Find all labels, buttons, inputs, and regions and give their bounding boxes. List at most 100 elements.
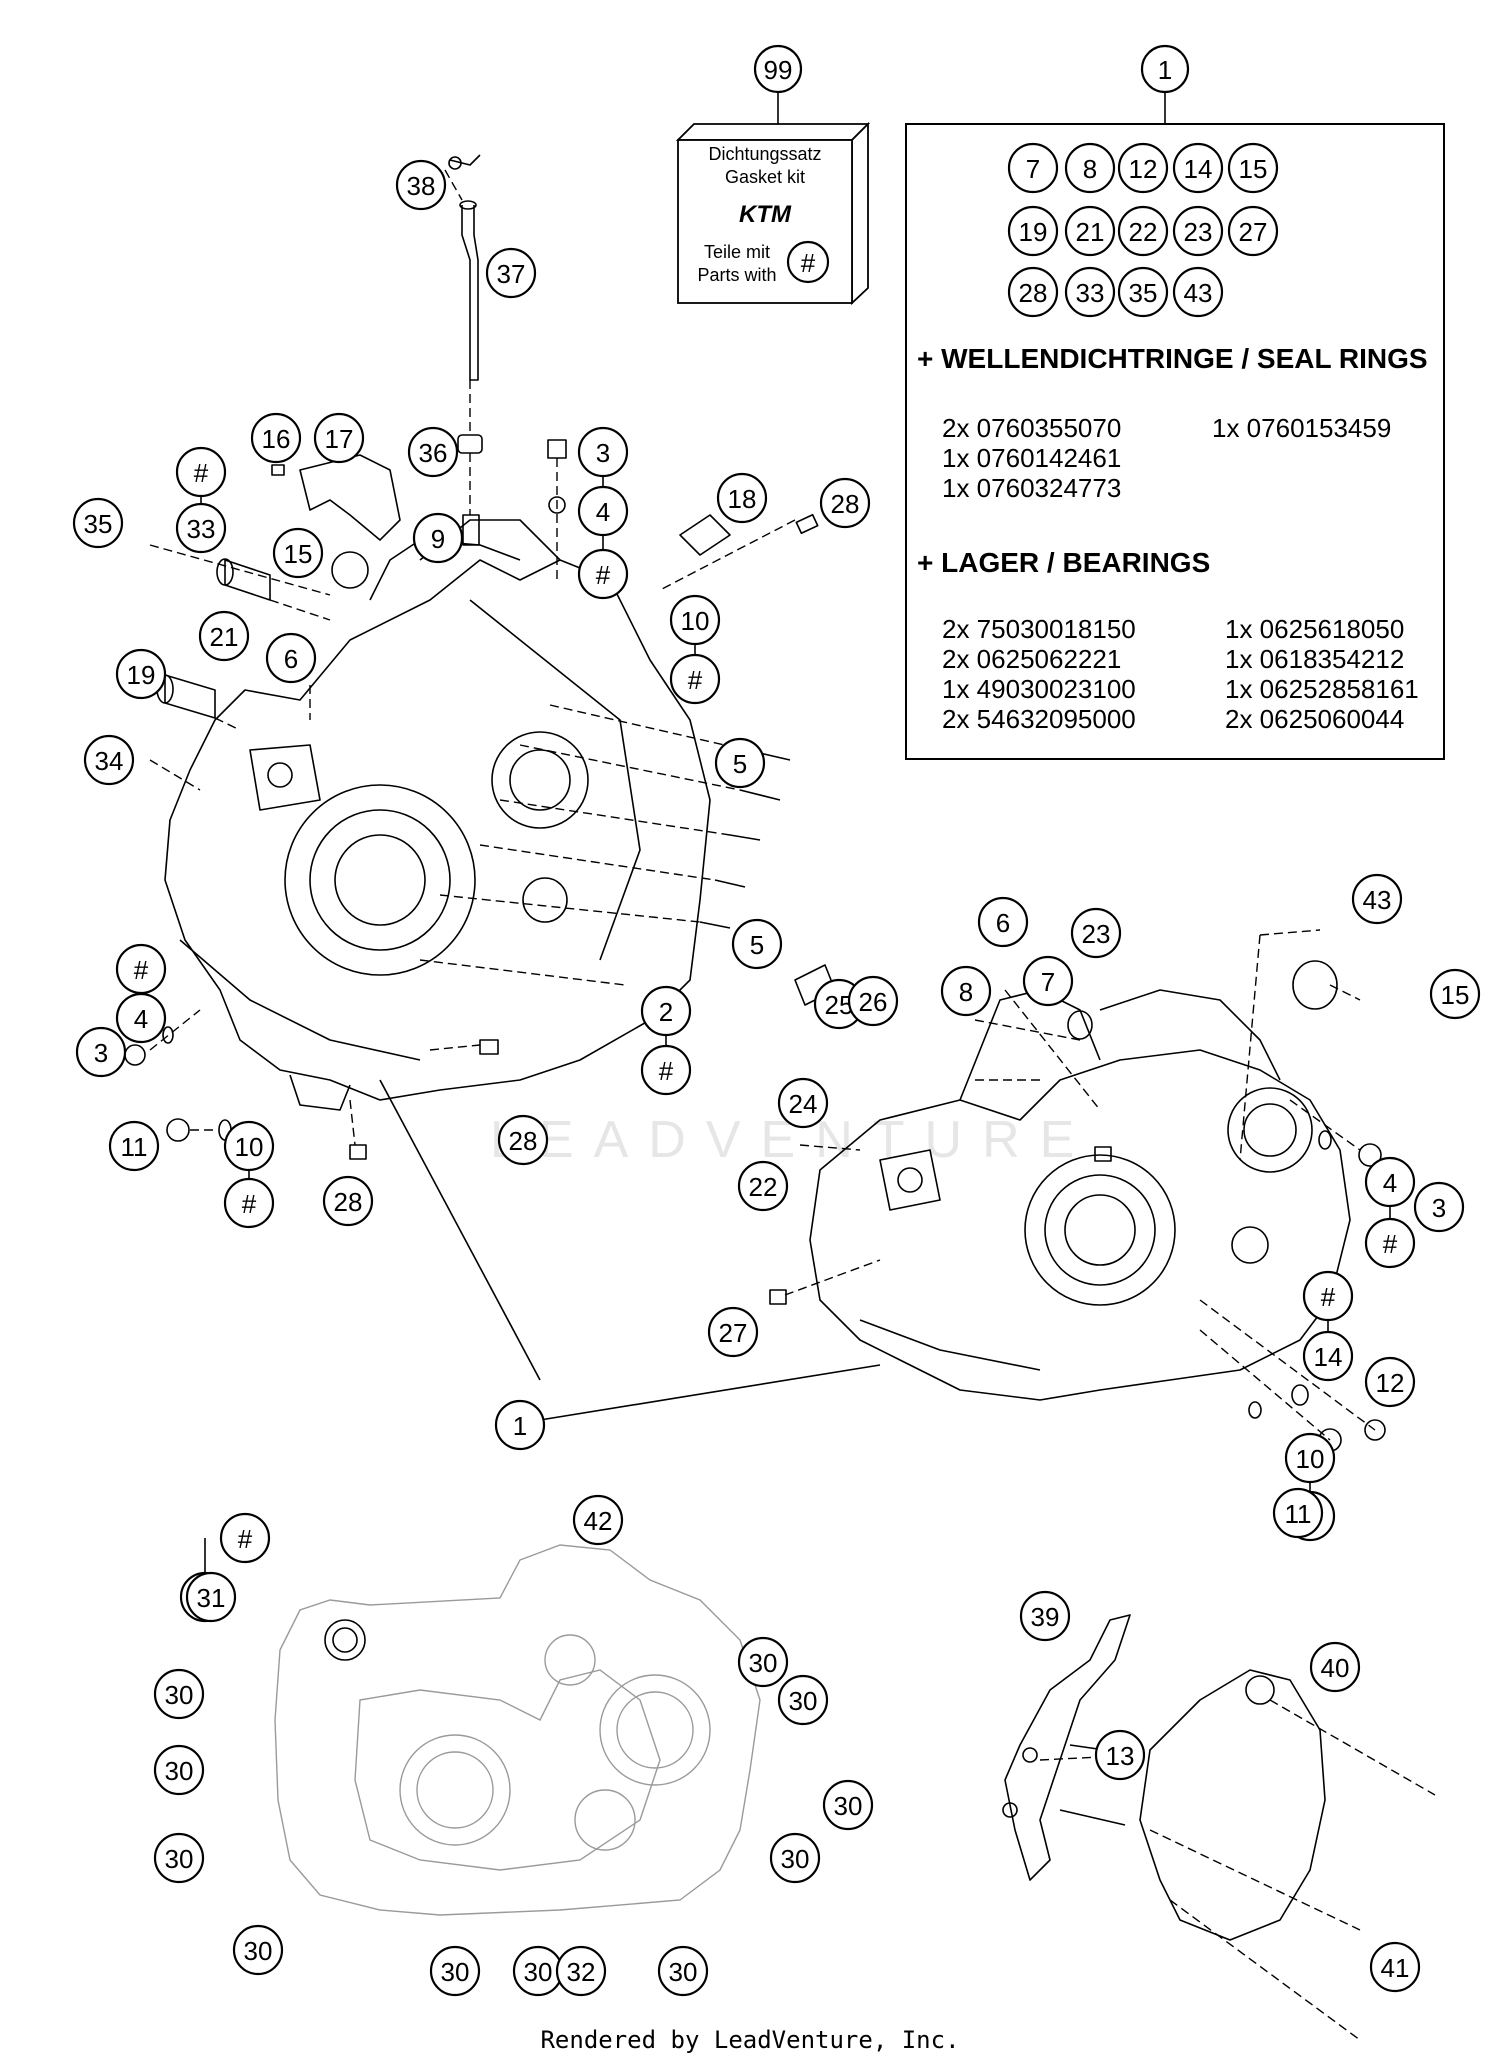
callout-part-4[interactable]: 4 [577,485,629,537]
callout-part-5[interactable]: 5 [731,918,783,970]
included-part-number[interactable]: 23 [1172,205,1224,257]
svg-text:3: 3 [94,1038,108,1068]
callout-part-30[interactable]: 30 [232,1924,284,1976]
callout-part-36[interactable]: 36 [407,426,459,478]
callout-part-18[interactable]: 18 [716,472,768,524]
callout-part-30[interactable]: 30 [153,1668,205,1720]
callout-part-12[interactable]: 12 [1364,1356,1416,1408]
callout-gasket-kit-marker[interactable]: # [115,943,167,995]
included-part-number[interactable]: 7 [1007,142,1059,194]
callout-part-30[interactable]: 30 [822,1779,874,1831]
callout-part-30[interactable]: 30 [777,1674,829,1726]
callout-part-1[interactable]: 1 [494,1399,546,1451]
callout-gasket-kit-marker[interactable]: # [219,1512,271,1564]
callout-part-38[interactable]: 38 [395,159,447,211]
callout-part-5[interactable]: 5 [714,737,766,789]
footer-credit: Rendered by LeadVenture, Inc. [540,2026,960,2054]
callout-part-23[interactable]: 23 [1070,907,1122,959]
callout-part-28[interactable]: 28 [497,1114,549,1166]
callout-part-26[interactable]: 26 [847,975,899,1027]
callout-part-30[interactable]: 30 [153,1744,205,1796]
callout-gasket-kit-marker[interactable]: # [669,653,721,705]
callout-part-32[interactable]: 32 [555,1945,607,1997]
callout-part-37[interactable]: 37 [485,247,537,299]
callout-gasket-kit[interactable]: 99 [753,44,803,94]
callout-part-8[interactable]: 8 [940,965,992,1017]
callout-part-13[interactable]: 13 [1094,1729,1146,1781]
callout-part-43[interactable]: 43 [1351,873,1403,925]
callout-part-27[interactable]: 27 [707,1306,759,1358]
callout-part-6[interactable]: 6 [265,632,317,684]
callout-part-19[interactable]: 19 [115,648,167,700]
included-part-number[interactable]: 14 [1172,142,1224,194]
callout-part-3[interactable]: 3 [1413,1181,1465,1233]
included-part-number[interactable]: 22 [1117,205,1169,257]
callout-part-30[interactable]: 30 [737,1636,789,1688]
callout-part-30[interactable]: 30 [429,1945,481,1997]
callout-part-22[interactable]: 22 [737,1160,789,1212]
svg-text:30: 30 [834,1791,863,1821]
svg-text:37: 37 [497,259,526,289]
callout-gasket-kit-marker[interactable]: # [577,548,629,600]
callout-part-9[interactable]: 9 [412,512,464,564]
included-part-number[interactable]: 35 [1117,266,1169,318]
callout-part-2[interactable]: 2 [640,985,692,1037]
callout-part-3[interactable]: 3 [75,1026,127,1078]
callout-part-7[interactable]: 7 [1022,955,1074,1007]
svg-text:17: 17 [325,424,354,454]
svg-text:4: 4 [1383,1168,1397,1198]
callout-part-42[interactable]: 42 [572,1494,624,1546]
callout-part-16[interactable]: 16 [250,412,302,464]
callout-part-30[interactable]: 30 [153,1832,205,1884]
svg-text:15: 15 [1239,154,1268,184]
callout-part-10[interactable]: 10 [223,1120,275,1172]
bearing-item: 1x 49030023100 [942,674,1136,704]
included-part-number[interactable]: 12 [1117,142,1169,194]
callout-part-3[interactable]: 3 [577,426,629,478]
callout-gasket-kit-marker[interactable]: # [1364,1217,1416,1269]
included-part-number[interactable]: 43 [1172,266,1224,318]
svg-text:41: 41 [1381,1953,1410,1983]
callout-part-24[interactable]: 24 [777,1077,829,1129]
callout-part-31[interactable]: 31 [185,1571,237,1623]
callout-info-box[interactable]: 1 [1140,44,1190,94]
callout-part-41[interactable]: 41 [1369,1941,1421,1993]
callout-part-6[interactable]: 6 [977,896,1029,948]
callout-part-4[interactable]: 4 [115,992,167,1044]
callout-gasket-kit-marker[interactable]: # [1302,1270,1354,1322]
callout-part-34[interactable]: 34 [83,734,135,786]
callout-part-21[interactable]: 21 [198,610,250,662]
included-part-number[interactable]: 19 [1007,205,1059,257]
callout-part-15[interactable]: 15 [272,527,324,579]
callout-gasket-kit-marker[interactable]: # [175,446,227,498]
included-part-number[interactable]: 27 [1227,205,1279,257]
callout-part-11[interactable]: 11 [1272,1487,1324,1539]
callout-part-17[interactable]: 17 [313,412,365,464]
seal-rings-heading: + WELLENDICHTRINGE / SEAL RINGS [917,343,1428,374]
callout-part-11[interactable]: 11 [108,1120,160,1172]
svg-text:4: 4 [134,1004,148,1034]
callout-part-28[interactable]: 28 [322,1175,374,1227]
callout-part-4[interactable]: 4 [1364,1156,1416,1208]
callout-part-15[interactable]: 15 [1429,968,1481,1020]
callout-part-39[interactable]: 39 [1019,1590,1071,1642]
callout-part-30[interactable]: 30 [512,1945,564,1997]
included-part-number[interactable]: 28 [1007,266,1059,318]
callout-part-14[interactable]: 14 [1302,1330,1354,1382]
callout-gasket-kit-marker[interactable]: # [223,1177,275,1229]
callout-part-10[interactable]: 10 [1284,1432,1336,1484]
callout-part-33[interactable]: 33 [175,502,227,554]
callout-part-30[interactable]: 30 [657,1945,709,1997]
included-part-number[interactable]: 21 [1064,205,1116,257]
included-part-number[interactable]: 15 [1227,142,1279,194]
callout-part-30[interactable]: 30 [769,1832,821,1884]
callout-part-40[interactable]: 40 [1309,1641,1361,1693]
svg-text:1: 1 [513,1411,527,1441]
callout-part-35[interactable]: 35 [72,497,124,549]
included-part-number[interactable]: 8 [1064,142,1116,194]
callout-gasket-kit-marker[interactable]: # [640,1044,692,1096]
callout-part-28[interactable]: 28 [819,477,871,529]
callout-part-10[interactable]: 10 [669,594,721,646]
included-part-number[interactable]: 33 [1064,266,1116,318]
